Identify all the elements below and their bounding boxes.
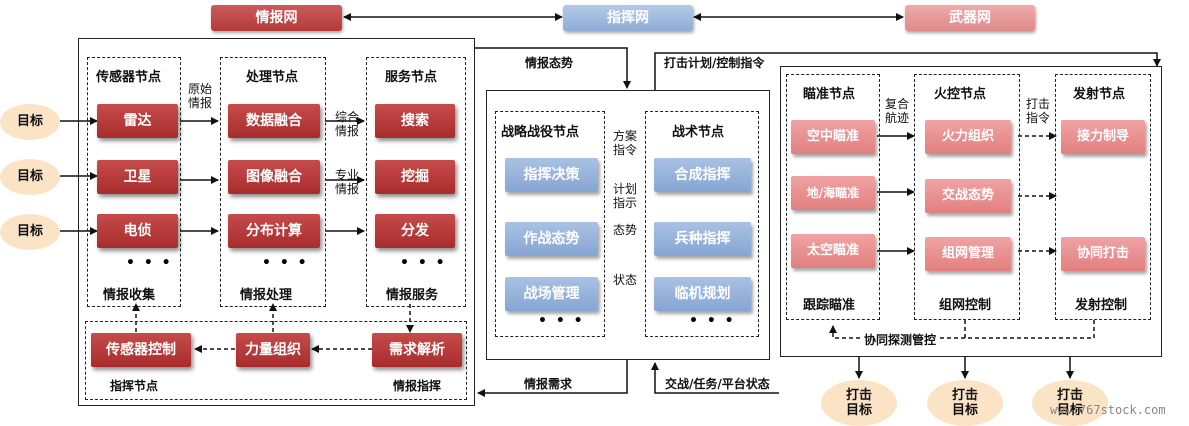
- search-node[interactable]: 搜索: [375, 104, 455, 138]
- combat-situation-node[interactable]: 作战态势: [505, 222, 598, 256]
- elint-node[interactable]: 电侦: [97, 214, 178, 248]
- command-node-label: 指挥节点: [110, 379, 159, 393]
- image-fusion-node[interactable]: 图像融合: [228, 160, 320, 194]
- intel-network-bar: 情报网: [211, 5, 342, 31]
- coop-detect-label: 协同探测管控: [862, 331, 939, 348]
- network-manage-node[interactable]: 组网管理: [925, 237, 1011, 271]
- strike-target-2: 打击目标: [927, 380, 1003, 426]
- plan-cmd-label: 方案指令: [612, 129, 637, 157]
- intel-command-label: 情报指挥: [393, 379, 442, 393]
- strategic-node-title: 战略战役节点: [501, 125, 580, 140]
- launch-node-group: [1055, 74, 1151, 320]
- process-node-group: [220, 57, 326, 307]
- weapon-panel: [780, 66, 1162, 357]
- tactical-node-title: 战术节点: [672, 125, 725, 140]
- process-footer: 情报处理: [240, 288, 293, 303]
- arms-command-node[interactable]: 兵种指挥: [654, 222, 751, 256]
- engage-situation-node[interactable]: 交战态势: [925, 179, 1011, 213]
- sensor-node-group: [87, 57, 181, 307]
- land-sea-aim-node[interactable]: 地/海瞄准: [791, 176, 875, 210]
- air-aim-node[interactable]: 空中瞄准: [791, 120, 875, 154]
- strategic-node-group: [495, 111, 605, 337]
- watermark: www.767stock.com: [1050, 403, 1166, 417]
- aim-node-title: 瞄准节点: [803, 87, 856, 102]
- process-ellipsis: • • •: [262, 255, 309, 271]
- sensor-control-node[interactable]: 传感器控制: [91, 333, 191, 367]
- service-ellipsis: • • •: [400, 255, 447, 271]
- command-decision-node[interactable]: 指挥决策: [505, 158, 598, 192]
- satellite-node[interactable]: 卫星: [97, 160, 178, 194]
- intel-demand-label: 情报需求: [524, 377, 573, 391]
- radar-node[interactable]: 雷达: [97, 104, 178, 138]
- engage-status-label: 交战/任务/平台状态: [665, 377, 770, 391]
- relay-guidance-node[interactable]: 接力制导: [1061, 120, 1145, 154]
- target-oval-2: 目标: [0, 159, 60, 195]
- target-oval-3: 目标: [0, 214, 60, 250]
- tactical-node-group: [645, 111, 759, 337]
- demand-parse-node[interactable]: 需求解析: [372, 333, 462, 367]
- intel-situation-label: 情报态势: [525, 56, 574, 70]
- fire-node-title: 火控节点: [934, 87, 987, 102]
- sensor-footer: 情报收集: [103, 288, 156, 303]
- intel-panel: [78, 38, 475, 406]
- fire-organize-node[interactable]: 火力组织: [925, 120, 1011, 154]
- composite-track-label: 复合航迹: [884, 97, 909, 125]
- command-network-bar: 指挥网: [563, 5, 693, 31]
- status-label: 状态: [612, 273, 637, 287]
- fire-footer: 组网控制: [939, 298, 992, 313]
- aim-footer: 跟踪瞄准: [803, 298, 856, 313]
- sensor-node-title: 传感器节点: [96, 70, 162, 85]
- adhoc-planning-node[interactable]: 临机规划: [654, 277, 751, 311]
- battlefield-manage-node[interactable]: 战场管理: [505, 277, 598, 311]
- sensor-ellipsis: • • •: [126, 255, 173, 271]
- plan-instruct-label: 计划指示: [612, 182, 637, 210]
- strike-target-3: 打击目标: [1032, 380, 1108, 426]
- launch-footer: 发射控制: [1075, 298, 1128, 313]
- integrated-intel-label: 综合情报: [334, 110, 359, 138]
- coop-strike-node[interactable]: 协同打击: [1061, 237, 1145, 271]
- launch-node-title: 发射节点: [1073, 87, 1126, 102]
- raw-intel-label: 原始情报: [187, 82, 212, 110]
- strike-plan-label: 打击计划/控制指令: [664, 56, 765, 70]
- fire-control-group: [914, 74, 1020, 320]
- distributed-compute-node[interactable]: 分布计算: [228, 214, 320, 248]
- aim-node-group: [786, 74, 880, 320]
- force-organize-node[interactable]: 力量组织: [236, 333, 310, 367]
- distribute-node[interactable]: 分发: [375, 214, 455, 248]
- service-node-group: [366, 57, 466, 307]
- tactical-ellipsis: • • •: [689, 313, 736, 329]
- process-node-title: 处理节点: [246, 70, 299, 85]
- posture-label: 态势: [612, 223, 637, 237]
- service-node-title: 服务节点: [385, 70, 438, 85]
- strike-target-1: 打击目标: [821, 380, 897, 426]
- strategic-ellipsis: • • •: [538, 313, 585, 329]
- special-intel-label: 专业情报: [334, 168, 359, 196]
- mining-node[interactable]: 挖掘: [375, 160, 455, 194]
- data-fusion-node[interactable]: 数据融合: [228, 104, 320, 138]
- strike-cmd-label: 打击指令: [1025, 97, 1050, 125]
- weapon-network-bar: 武器网: [905, 5, 1035, 31]
- target-oval-1: 目标: [0, 104, 60, 140]
- combined-command-node[interactable]: 合成指挥: [654, 158, 751, 192]
- service-footer: 情报服务: [386, 288, 439, 303]
- space-aim-node[interactable]: 太空瞄准: [791, 234, 875, 268]
- command-control-group: [85, 321, 467, 400]
